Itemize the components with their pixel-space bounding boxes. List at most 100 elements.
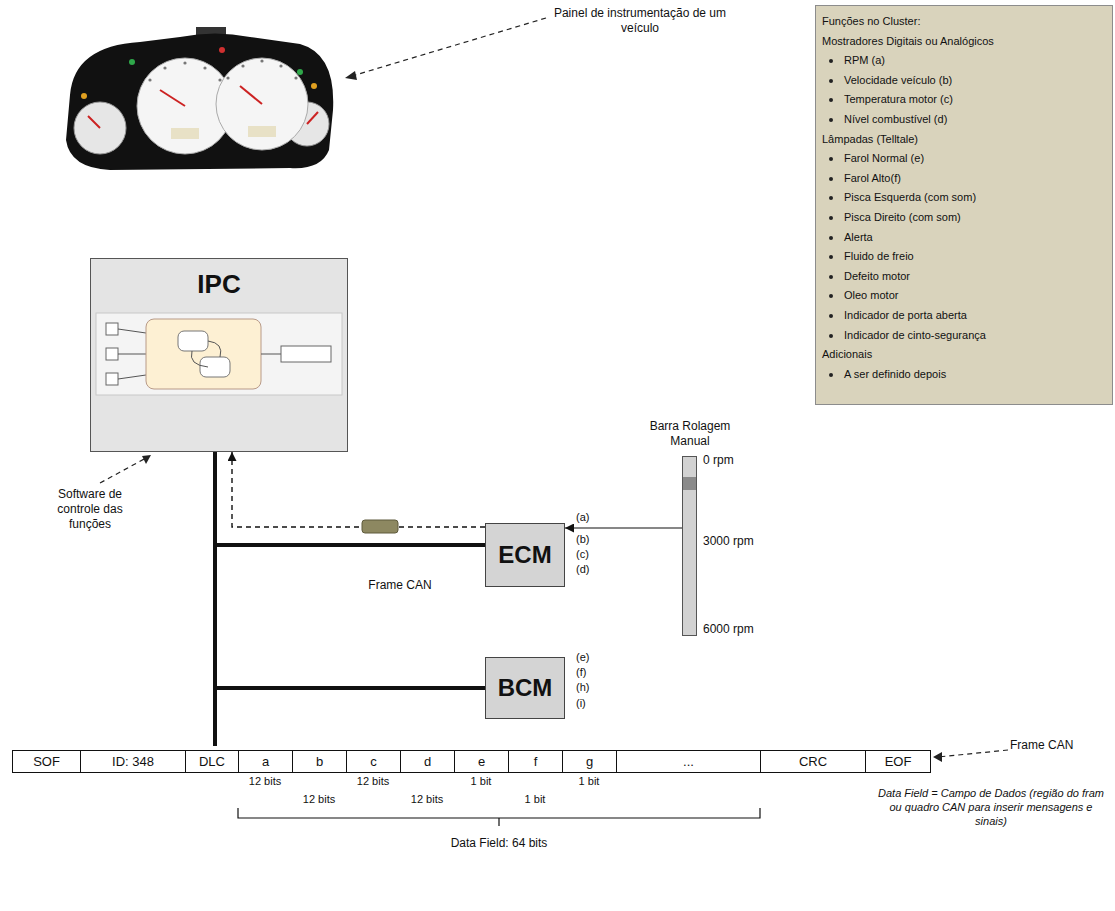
box-label: c (370, 754, 377, 769)
ecu-box: BCM (485, 657, 565, 719)
bit-size: 12 bits (343, 775, 403, 789)
box-label: EOF (885, 754, 912, 769)
instrument-cluster-part (311, 83, 317, 89)
stateflow-chart-picture-part-part (178, 331, 208, 351)
instrument-cluster-part-part (260, 59, 263, 62)
rpm-mark: 0 rpm (703, 453, 773, 468)
box-label: b (316, 754, 323, 769)
bar-title: Barra Rolagem Manual (635, 419, 745, 449)
signal-tag: (f) (576, 666, 606, 680)
instrument-cluster-part-part (226, 76, 229, 79)
signal-tag: (d) (576, 563, 606, 577)
instrument-cluster-part (88, 116, 100, 128)
callout-arrows-part (352, 18, 546, 76)
stateflow-chart-picture-part-part (106, 348, 118, 360)
instrument-cluster-part-part (148, 78, 151, 81)
box-label: g (586, 754, 593, 769)
stateflow-chart-picture-part-part (106, 323, 118, 335)
instrument-cluster-part (171, 128, 199, 139)
instrument-cluster (66, 27, 333, 170)
function-item: Nível combustível (d) (822, 110, 1106, 130)
instrument-cluster-part (74, 102, 126, 154)
bit-size: 12 bits (235, 775, 295, 789)
instrument-cluster-part (248, 126, 276, 137)
can-frame-field: d (400, 750, 455, 773)
can-frame-field: DLC (185, 750, 239, 773)
callout-arrowheads-part (933, 752, 942, 762)
function-item: Pisca Esquerda (com som) (822, 188, 1106, 208)
can-frame-icon (362, 520, 398, 533)
function-item: A ser definido depois (822, 365, 1106, 385)
bit-size: 1 bit (559, 775, 619, 789)
box-label: DLC (199, 754, 225, 769)
function-item: Farol Alto(f) (822, 169, 1106, 189)
bracket-label: Data Field: 64 bits (409, 836, 589, 851)
function-item: Defeito motor (822, 267, 1106, 287)
can-frame-field: EOF (865, 750, 931, 773)
frame-caption: Frame CAN (1010, 738, 1100, 753)
function-item: RPM (a) (822, 51, 1106, 71)
signal-tag: (a) (576, 511, 606, 525)
stateflow-chart-picture-part-part (146, 319, 261, 389)
function-item: Farol Normal (e) (822, 149, 1106, 169)
function-list-box: Funções no Cluster:Mostradores Digitais … (815, 5, 1113, 405)
can-bus-extension (215, 688, 216, 746)
function-item: Indicador de cinto-segurança (822, 326, 1106, 346)
instrument-cluster-part-part (203, 66, 206, 69)
function-item: Alerta (822, 228, 1106, 248)
signal-tag: (h) (576, 681, 606, 695)
callout-arrows-part (100, 458, 146, 483)
signal-tag: (c) (576, 548, 606, 562)
instrument-cluster-part (160, 90, 185, 106)
function-item: Adicionais (822, 345, 1106, 365)
callout-arrowheads-part (345, 71, 357, 80)
can-frame-icon-part (362, 520, 398, 533)
frame-caption: Frame CAN (355, 578, 445, 593)
signal-tag: (e) (576, 651, 606, 665)
instrument-cluster-part (219, 47, 225, 53)
stateflow-chart-picture-part-part (118, 329, 146, 379)
can-frame-field: f (508, 750, 563, 773)
signal-tag: (i) (576, 697, 606, 711)
instrument-cluster-part (129, 59, 135, 65)
instrument-cluster-part (297, 69, 303, 75)
box-label: CRC (799, 754, 827, 769)
callout-arrowheads-part (142, 455, 151, 464)
can-frame-field: CRC (760, 750, 866, 773)
instrument-cluster-part (216, 58, 308, 150)
box-label: BCM (498, 674, 553, 702)
box-label: a (262, 754, 269, 769)
instrument-cluster-part-part (279, 64, 282, 67)
instrument-cluster-part-part (241, 64, 244, 67)
function-item: Funções no Cluster: (822, 12, 1106, 32)
box-label: ... (683, 754, 694, 769)
function-item: Pisca Direito (com som) (822, 208, 1106, 228)
stateflow-chart-picture-part-part (106, 373, 118, 385)
can-frame-field: ID: 348 (80, 750, 186, 773)
can-frame-field: SOF (12, 750, 81, 773)
instrument-cluster-part (148, 59, 297, 81)
callout-text: Software de controle das funções (40, 487, 140, 532)
note-text: Data Field = Campo de Dados (região do f… (875, 787, 1107, 828)
function-item: Indicador de porta aberta (822, 306, 1106, 326)
signal-arrow (232, 452, 485, 527)
can-frame-field: g (562, 750, 617, 773)
box-label: ECM (498, 541, 551, 569)
box-label: ID: 348 (112, 754, 154, 769)
scroll-bar: Barra Rolagem Manual0 rpm3000 rpm6000 rp… (682, 456, 697, 636)
function-item: Lâmpadas (Telltale) (822, 130, 1106, 150)
can-frame-field: b (292, 750, 347, 773)
stateflow-chart-picture-part (96, 313, 342, 395)
instrument-cluster-part (81, 93, 87, 99)
function-item: Temperatura motor (c) (822, 90, 1106, 110)
ipc-box: IPC (90, 258, 348, 452)
can-bus-extension-part (213, 688, 217, 746)
instrument-cluster-part (240, 86, 262, 104)
box-label: IPC (197, 269, 240, 300)
box-label: d (424, 754, 431, 769)
can-frame-field: a (238, 750, 293, 773)
instrument-cluster-part-part (218, 78, 221, 81)
stateflow-chart-picture-part-part (191, 341, 220, 367)
function-item: Mostradores Digitais ou Analógicos (822, 32, 1106, 52)
function-item: Oleo motor (822, 286, 1106, 306)
